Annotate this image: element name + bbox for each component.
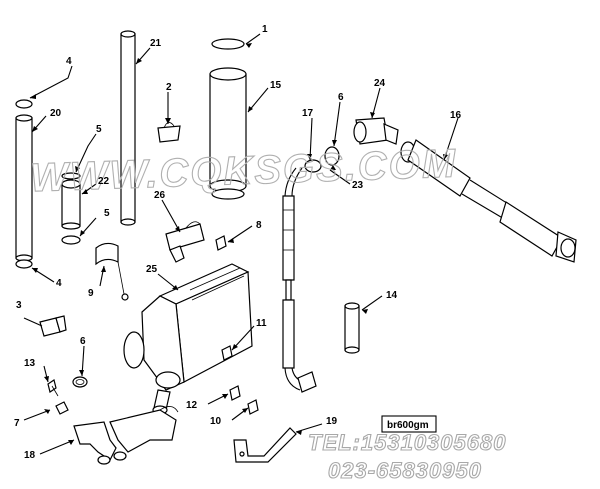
part-18-pipe [73,406,179,465]
callout-5-top: 5 [96,124,102,135]
callout-12: 12 [186,400,198,411]
callout-4-top: 4 [66,56,72,67]
part-15-large-tube [209,38,247,200]
callout-22: 22 [98,176,110,187]
part-24-fitting [353,117,399,145]
callout-26: 26 [154,190,166,201]
callout-6-top: 6 [338,92,344,103]
part-16-hose [400,139,577,263]
part-11-bolt [221,345,233,361]
watermark-text: WWW.CQKSGS.COM [29,142,457,201]
part-21-tube [120,30,136,226]
leader-arrowheads [30,43,448,445]
callout-numbers: 1 2 3 4 4 5 5 6 6 7 8 9 10 11 12 13 14 1… [14,24,462,461]
part-2-bracket [157,122,181,143]
part-14-sleeve [344,302,360,354]
callout-2: 2 [166,82,172,93]
callout-9: 9 [88,288,94,299]
callout-24: 24 [374,78,386,89]
callout-16: 16 [450,110,462,121]
part-12-bolt [229,385,241,401]
part-9-strap [95,242,129,301]
part-17-hose [282,146,340,393]
callout-21: 21 [150,38,162,49]
callout-18: 18 [24,450,36,461]
callout-25: 25 [146,264,158,275]
callout-19: 19 [326,416,338,427]
callout-6-bottom: 6 [80,336,86,347]
callout-4-bottom: 4 [56,278,62,289]
part-3-bracket [39,315,67,337]
part-13-bolt [47,379,59,397]
callout-23: 23 [352,180,364,191]
callout-13: 13 [24,358,36,369]
callout-1: 1 [262,24,268,35]
part-25-canister [123,263,253,415]
drawing-code-box [381,415,437,433]
phone-watermark-2: 023-65830950 [328,458,482,483]
part-8-bolt [215,235,227,251]
part-19-bracket [233,427,297,463]
part-7-nut [55,401,69,415]
callout-3: 3 [16,300,22,311]
callout-5-bottom: 5 [104,208,110,219]
callout-7: 7 [14,418,20,429]
callout-17: 17 [302,108,314,119]
callout-15: 15 [270,80,282,91]
drawing-code: br600gm [387,420,429,431]
callout-14: 14 [386,290,398,301]
part-20-tube [15,99,33,269]
phone-watermark: TEL:15310305680 [308,430,506,455]
part-22-sleeve [61,172,81,245]
part-6-gasket [72,376,88,388]
callout-11: 11 [256,318,267,329]
callout-10: 10 [210,416,222,427]
part-26-bracket [165,221,205,263]
callout-20: 20 [50,108,62,119]
part-10-bolt [247,399,259,415]
callout-8: 8 [256,220,262,231]
